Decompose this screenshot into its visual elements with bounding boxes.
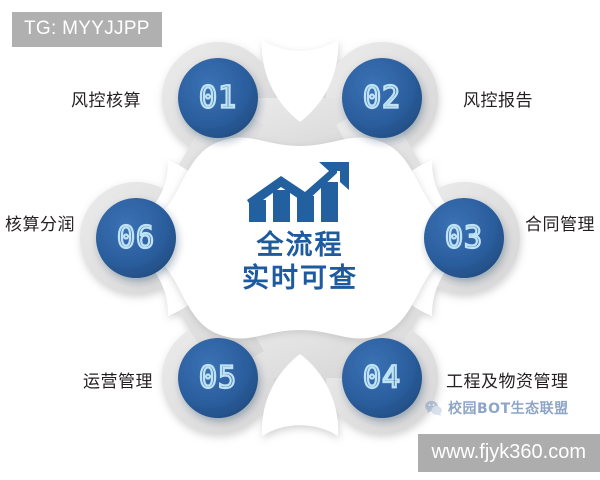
node-06[interactable]: 06 xyxy=(96,198,176,278)
label-node-06: 核算分润 xyxy=(5,215,75,235)
watermark-text: 校园BOT生态联盟 xyxy=(448,401,569,417)
label-node-01: 风控核算 xyxy=(71,91,141,111)
node-04-number: 04 xyxy=(363,361,401,396)
node-03-number: 03 xyxy=(445,221,483,256)
node-05-number: 05 xyxy=(199,361,237,396)
label-node-03: 合同管理 xyxy=(525,215,595,235)
label-node-02: 风控报告 xyxy=(463,91,533,111)
node-02[interactable]: 02 xyxy=(342,58,422,138)
source-tag: TG: MYYJJPP xyxy=(12,12,162,47)
node-04[interactable]: 04 xyxy=(342,338,422,418)
wechat-icon xyxy=(425,400,442,416)
label-node-04: 工程及物资管理 xyxy=(446,372,569,392)
node-05[interactable]: 05 xyxy=(178,338,258,418)
node-01[interactable]: 01 xyxy=(178,58,258,138)
node-01-number: 01 xyxy=(199,81,237,116)
node-06-number: 06 xyxy=(117,221,155,256)
label-node-05: 运营管理 xyxy=(83,372,153,392)
node-03[interactable]: 03 xyxy=(424,198,504,278)
wheel-center-plate xyxy=(143,137,457,339)
watermark: 校园BOT生态联盟 xyxy=(424,398,569,418)
url-bar: www.fjyk360.com xyxy=(417,434,600,472)
node-02-number: 02 xyxy=(363,81,401,116)
